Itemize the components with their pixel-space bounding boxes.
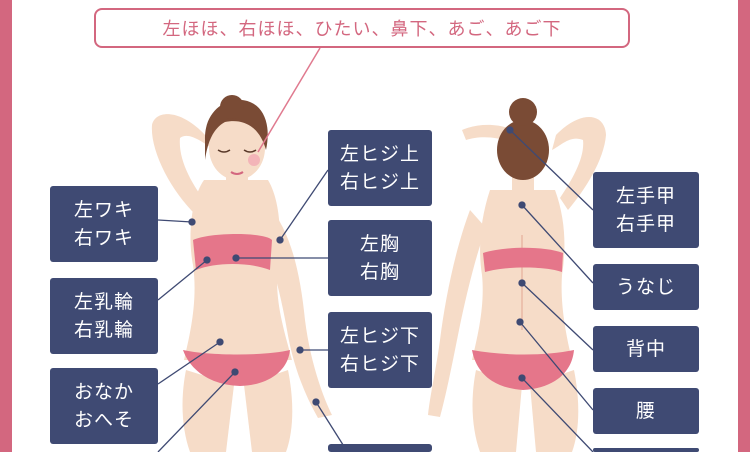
header-connector-line: [257, 47, 321, 153]
front-figure: [151, 95, 332, 452]
label-unaji: うなじ: [593, 264, 699, 310]
label-hiji-ue-line2: 右ヒジ上: [339, 171, 420, 193]
label-hiji-shita-line1: 左ヒジ下: [339, 325, 420, 347]
back-figure: [428, 98, 606, 452]
label-onaka-line1: おなか: [73, 381, 134, 403]
label-nyurin: 左乳輪 右乳輪: [50, 278, 158, 354]
label-senaka: 背中: [593, 326, 699, 372]
label-cutoff-middle: [328, 444, 432, 452]
label-onaka-line2: おへそ: [73, 409, 134, 431]
label-waki-line1: 左ワキ: [73, 199, 134, 221]
label-tekou-line2: 右手甲: [615, 213, 676, 235]
label-waki-line2: 右ワキ: [73, 227, 134, 249]
right-border-rail: [738, 0, 750, 452]
label-unaji-text: うなじ: [615, 276, 676, 298]
label-koshi-text: 腰: [635, 400, 656, 422]
label-onaka: おなか おへそ: [50, 368, 158, 444]
label-hiji-shita-line2: 右ヒジ下: [339, 353, 420, 375]
label-hiji-ue-line1: 左ヒジ上: [339, 143, 420, 165]
face-areas-header: 左ほほ、右ほほ、ひたい、鼻下、あご、あご下: [94, 8, 630, 48]
label-mune-line1: 左胸: [359, 233, 400, 255]
label-tekou: 左手甲 右手甲: [593, 172, 699, 248]
label-koshi: 腰: [593, 388, 699, 434]
connector-lines: [157, 126, 594, 452]
label-mune-line2: 右胸: [359, 261, 400, 283]
label-nyurin-line1: 左乳輪: [73, 291, 134, 313]
label-hiji-ue: 左ヒジ上 右ヒジ上: [328, 130, 432, 206]
label-mune: 左胸 右胸: [328, 220, 432, 296]
label-senaka-text: 背中: [625, 338, 666, 360]
label-nyurin-line2: 右乳輪: [73, 319, 134, 341]
label-tekou-line1: 左手甲: [615, 185, 676, 207]
label-hiji-shita: 左ヒジ下 右ヒジ下: [328, 312, 432, 388]
label-cutoff-right: [593, 448, 699, 452]
left-border-rail: [0, 0, 12, 452]
label-waki: 左ワキ 右ワキ: [50, 186, 158, 262]
